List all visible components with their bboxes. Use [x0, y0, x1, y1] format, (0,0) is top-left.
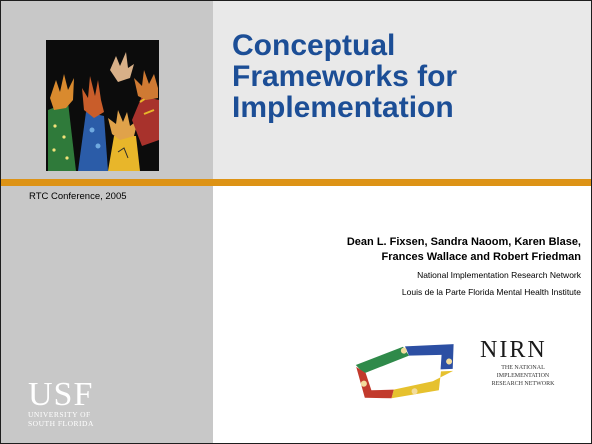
title-line-2: Frameworks for [232, 60, 458, 93]
conference-label: RTC Conference, 2005 [29, 191, 127, 202]
authors: Dean L. Fixsen, Sandra Naoom, Karen Blas… [201, 235, 581, 265]
nirn-logo-graphic [355, 344, 454, 399]
title-background-panel [213, 1, 591, 179]
slide-title: Conceptual Frameworks for Implementation [232, 30, 572, 123]
nirn-logo-wordmark: NIRN [480, 337, 547, 363]
nirn-logo-subtitle: THE NATIONAL IMPLEMENTATION RESEARCH NET… [479, 364, 567, 388]
raised-hands-artwork [46, 40, 159, 171]
affiliations: National Implementation Research Network… [201, 267, 581, 301]
authors-line-2: Frances Wallace and Robert Friedman [381, 251, 581, 263]
affiliation-line-1: National Implementation Research Network [417, 270, 581, 280]
nirn-subtitle-line-2: IMPLEMENTATION [496, 373, 550, 379]
affiliation-line-2: Louis de la Parte Florida Mental Health … [401, 287, 581, 297]
authors-line-1: Dean L. Fixsen, Sandra Naoom, Karen Blas… [346, 236, 581, 248]
usf-logo-letters: USF [28, 376, 94, 413]
nirn-subtitle-line-3: RESEARCH NETWORK [491, 381, 555, 387]
usf-logo: USF UNIVERSITY OF SOUTH FLORIDA [28, 376, 112, 429]
usf-logo-line-1: UNIVERSITY OF [28, 410, 91, 419]
usf-logo-line-2: SOUTH FLORIDA [28, 419, 94, 428]
title-line-1: Conceptual [232, 29, 396, 62]
accent-rule [1, 179, 591, 186]
nirn-subtitle-line-1: THE NATIONAL [501, 365, 545, 371]
title-line-3: Implementation [232, 91, 454, 124]
